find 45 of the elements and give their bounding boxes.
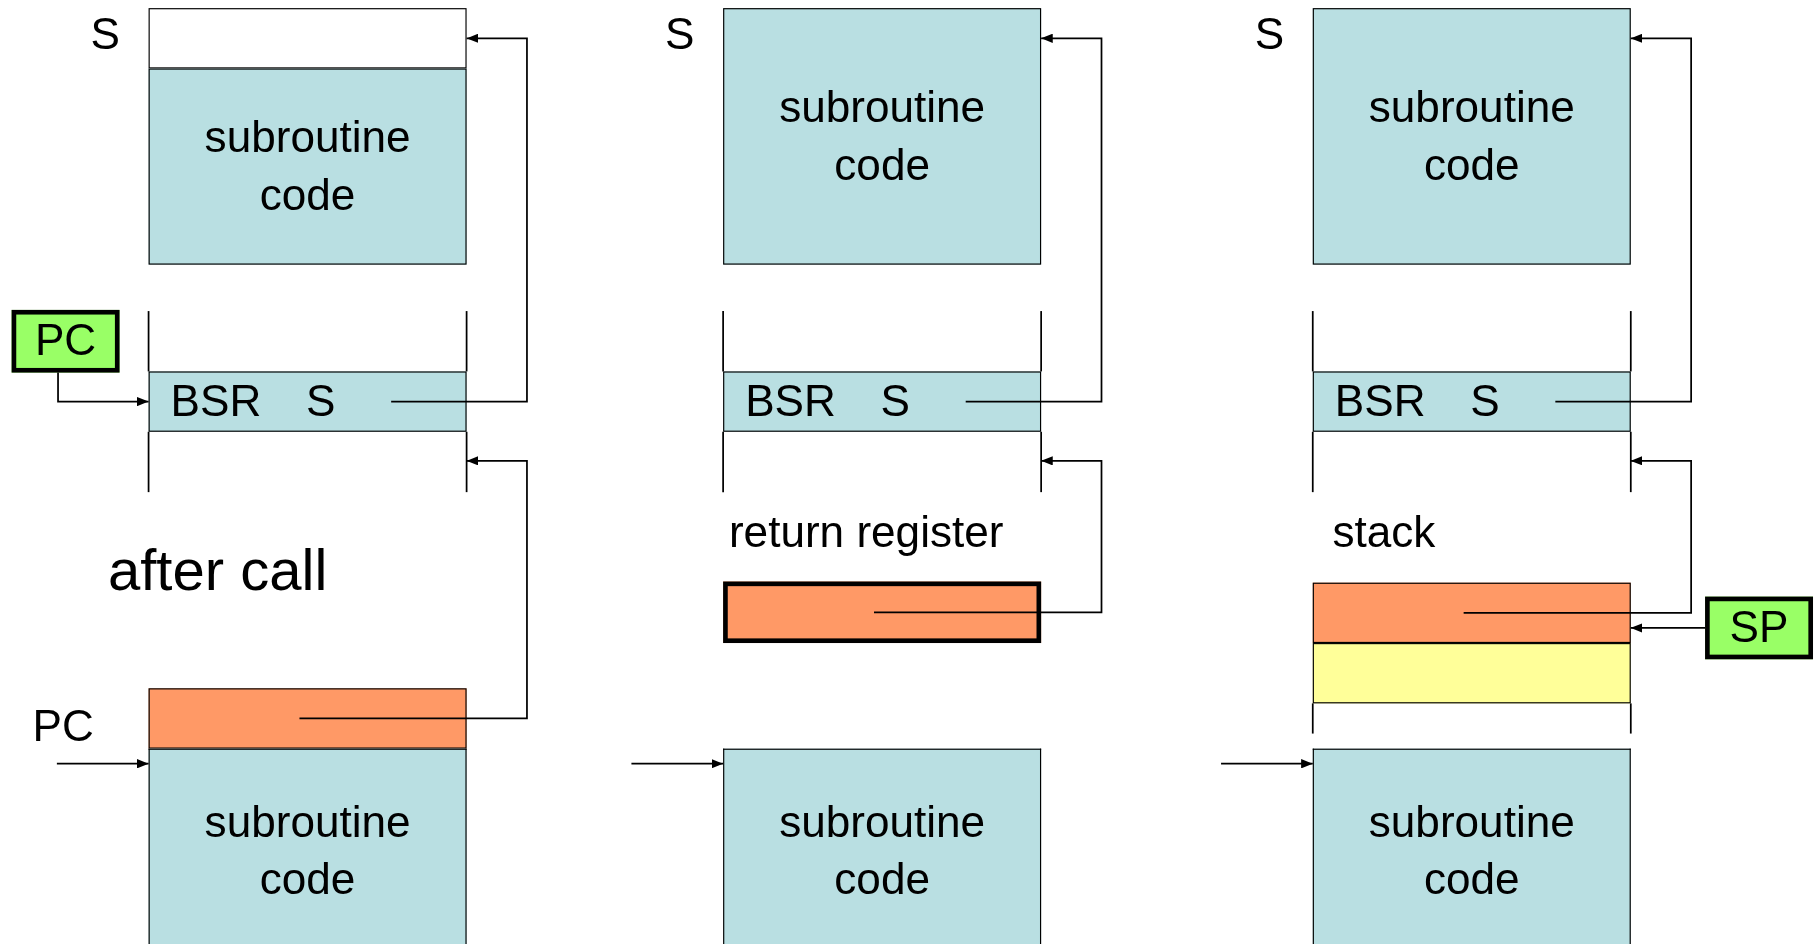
instruction-text: BSR S	[170, 375, 336, 428]
instruction-cell	[1312, 371, 1631, 432]
pointer-label: PC	[32, 701, 94, 751]
arrow	[964, 33, 1103, 403]
code-block	[1312, 8, 1631, 265]
arrow	[1462, 456, 1692, 614]
code-block	[723, 8, 1042, 265]
stack-slot	[1312, 582, 1631, 644]
block-label: subroutine code	[778, 795, 987, 905]
arrow	[630, 759, 724, 769]
address-label: S	[90, 9, 120, 60]
code-block	[1312, 748, 1631, 944]
arrow	[390, 33, 528, 403]
block-label: subroutine code	[1367, 795, 1576, 905]
instruction-cell	[148, 371, 467, 432]
arrow	[1629, 623, 1706, 633]
region-label: return register	[728, 507, 1004, 558]
block-label: subroutine code	[203, 795, 412, 905]
block-label: subroutine code	[203, 111, 412, 221]
memory-slot	[148, 688, 467, 749]
register-name: SP	[1729, 601, 1789, 654]
register-name: PC	[34, 315, 97, 367]
caption-text: after call	[107, 536, 328, 604]
stack-slot	[1312, 643, 1631, 704]
instruction-text: BSR S	[1334, 375, 1500, 428]
block-label: subroutine code	[778, 81, 987, 191]
register-box	[11, 309, 120, 373]
memory-slot	[148, 8, 467, 69]
block-label: subroutine code	[1367, 81, 1576, 191]
instruction-text: BSR S	[745, 375, 911, 428]
arrow	[57, 371, 150, 407]
arrow	[56, 759, 150, 769]
arrow	[1554, 33, 1692, 403]
address-label: S	[665, 9, 695, 60]
arrow	[873, 456, 1103, 614]
arrow	[298, 456, 528, 720]
register-box	[723, 581, 1042, 644]
register-box	[1705, 596, 1813, 660]
code-block	[148, 748, 467, 944]
arrow	[1220, 759, 1314, 769]
region-label: stack	[1332, 507, 1436, 558]
code-block	[723, 748, 1042, 944]
address-label: S	[1254, 9, 1285, 60]
instruction-cell	[723, 371, 1042, 432]
code-block	[148, 68, 467, 265]
